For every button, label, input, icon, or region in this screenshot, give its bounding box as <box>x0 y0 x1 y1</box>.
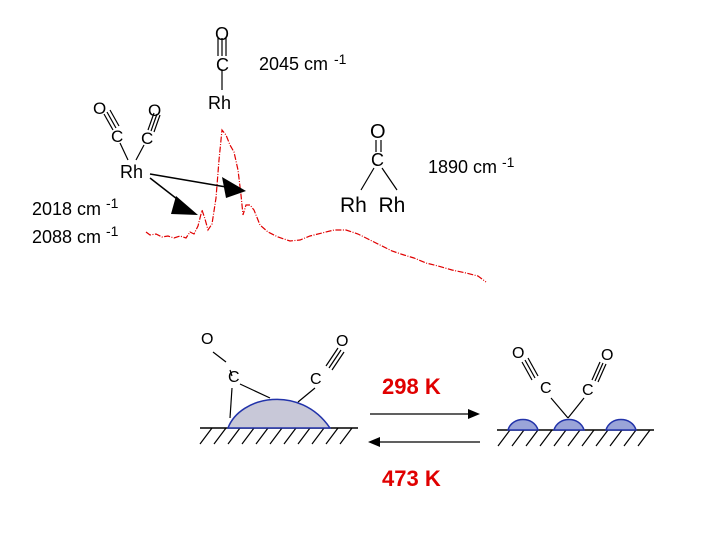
reverse-temperature: 473 K <box>382 466 441 491</box>
carbon-label: C <box>540 380 552 397</box>
support-left <box>199 427 358 445</box>
band-exponent: -1 <box>334 51 347 67</box>
rh-label-geminal: Rh <box>120 162 144 182</box>
co-adsorbed-small <box>521 357 607 419</box>
band-exponent: -1 <box>106 195 119 211</box>
oxygen-label: O <box>201 331 214 348</box>
rh-particle-large <box>226 398 332 429</box>
carbon-label: C <box>228 369 240 386</box>
forward-temperature: 298 K <box>382 374 441 399</box>
band-label-2088: 2088 cm <box>32 227 102 247</box>
co-adsorbed-large <box>212 347 345 419</box>
oxygen-label: O <box>370 121 386 143</box>
oxygen-label: O <box>215 24 230 44</box>
ir-spectrum-trace <box>145 128 487 283</box>
carbon-label: C <box>111 127 124 146</box>
band-label-2045: 2045 cm <box>259 54 329 74</box>
equilibrium-arrows <box>368 409 480 447</box>
carbon-label: C <box>582 382 594 399</box>
band-exponent: -1 <box>502 154 515 170</box>
peak-arrows <box>149 173 246 215</box>
rh-particles-small <box>507 418 637 431</box>
geminal-dicarbonyl <box>103 109 161 161</box>
oxygen-label: O <box>601 347 614 364</box>
rh-rh-bridge-label: Rh Rh <box>340 194 406 217</box>
carbon-label: C <box>371 150 384 170</box>
oxygen-label: O <box>93 99 107 118</box>
band-exponent: -1 <box>106 223 119 239</box>
oxygen-label: O <box>336 333 349 350</box>
oxygen-label: O <box>512 345 525 362</box>
terminal-carbonyl-top <box>217 38 227 90</box>
bridging-carbonyl <box>360 140 398 191</box>
carbon-label: C <box>310 371 322 388</box>
carbon-label: C <box>141 129 154 148</box>
rh-label-top: Rh <box>208 93 232 113</box>
carbon-label: C <box>216 55 229 75</box>
support-right <box>497 429 654 447</box>
oxygen-label: O <box>148 101 162 120</box>
band-label-1890: 1890 cm <box>428 157 498 177</box>
band-label-2018: 2018 cm <box>32 199 102 219</box>
